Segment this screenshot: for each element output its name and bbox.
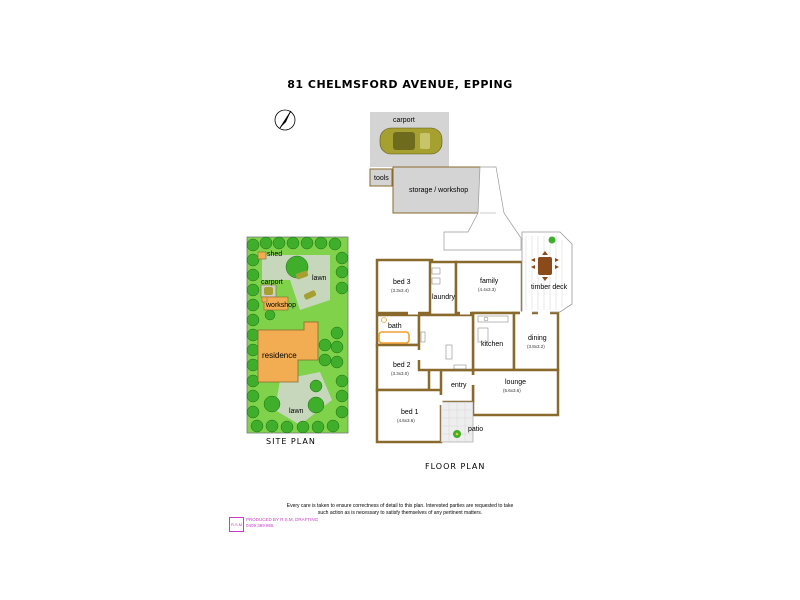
site-workshop: [263, 296, 289, 311]
site-residence: [257, 321, 319, 383]
site-plan-caption: SITE PLAN: [266, 437, 316, 446]
site-label-lawn-top: lawn: [312, 275, 327, 282]
producer-line2: 0409 369 865: [246, 523, 274, 528]
label-bed1: bed 1: [401, 409, 419, 416]
label-tools: tools: [374, 175, 389, 182]
disclaimer-text: Every care is taken to ensure correctnes…: [286, 503, 514, 516]
laundry-room: [428, 260, 458, 317]
north-arrow-icon: [274, 109, 296, 131]
label-timber-deck: timber deck: [531, 284, 568, 291]
site-label-workshop: workshop: [265, 302, 296, 309]
label-laundry: laundry: [432, 294, 455, 301]
floor-plan-caption: FLOOR PLAN: [425, 462, 486, 471]
label-bath: bath: [388, 323, 402, 330]
label-entry: entry: [451, 382, 467, 389]
bed3-room: [375, 258, 434, 315]
car-icon: [379, 127, 443, 155]
label-family: family: [480, 278, 499, 285]
tools-room: [369, 168, 393, 187]
label-dining: dining: [528, 335, 547, 342]
label-storage-workshop: storage / workshop: [409, 187, 468, 194]
label-bed2-dim: (3.3x3.0): [391, 371, 409, 376]
site-label-carport: carport: [261, 279, 283, 286]
producer-line1: PRODUCED BY R.S.M. DRAFTING: [246, 517, 319, 522]
producer-stamp: R.S.M PRODUCED BY R.S.M. DRAFTING 0409 3…: [229, 515, 325, 532]
label-bed2: bed 2: [393, 362, 411, 369]
label-bed3: bed 3: [393, 279, 411, 286]
site-plan: shed lawn carport workshop residence law…: [246, 236, 349, 434]
label-patio: patio: [468, 426, 483, 433]
label-lounge: lounge: [505, 379, 526, 386]
label-family-dim: (4.4x3.3): [478, 287, 496, 292]
site-label-shed: shed: [267, 251, 282, 258]
bathtub: [378, 331, 410, 344]
deck-table-icon: [531, 251, 559, 281]
label-dining-dim: (3.8x3.2): [527, 344, 545, 349]
storage-workshop-room: [392, 166, 481, 214]
site-trees: [246, 236, 349, 434]
hallway: [417, 313, 475, 372]
site-shed: [257, 251, 267, 260]
label-carport: carport: [393, 117, 415, 124]
dining-room: [512, 311, 560, 372]
lounge-room: [471, 368, 560, 417]
label-lounge-dim: (5.6x3.6): [503, 388, 521, 393]
floor-plan: carport tools storage / workshop bed 3 (…: [369, 112, 573, 444]
plan-title: 81 CHELMSFORD AVENUE, EPPING: [287, 78, 513, 91]
site-label-residence: residence: [262, 351, 297, 360]
label-bed1-dim: (4.6x3.6): [397, 418, 415, 423]
site-label-lawn-bottom: lawn: [289, 408, 304, 415]
producer-logo-icon: R.S.M: [229, 517, 244, 532]
producer-text: PRODUCED BY R.S.M. DRAFTING 0409 369 865: [246, 517, 318, 529]
label-kitchen: kitchen: [481, 341, 503, 348]
label-bed3-dim: (3.3x3.4): [391, 288, 409, 293]
bed1-room: [375, 388, 443, 444]
